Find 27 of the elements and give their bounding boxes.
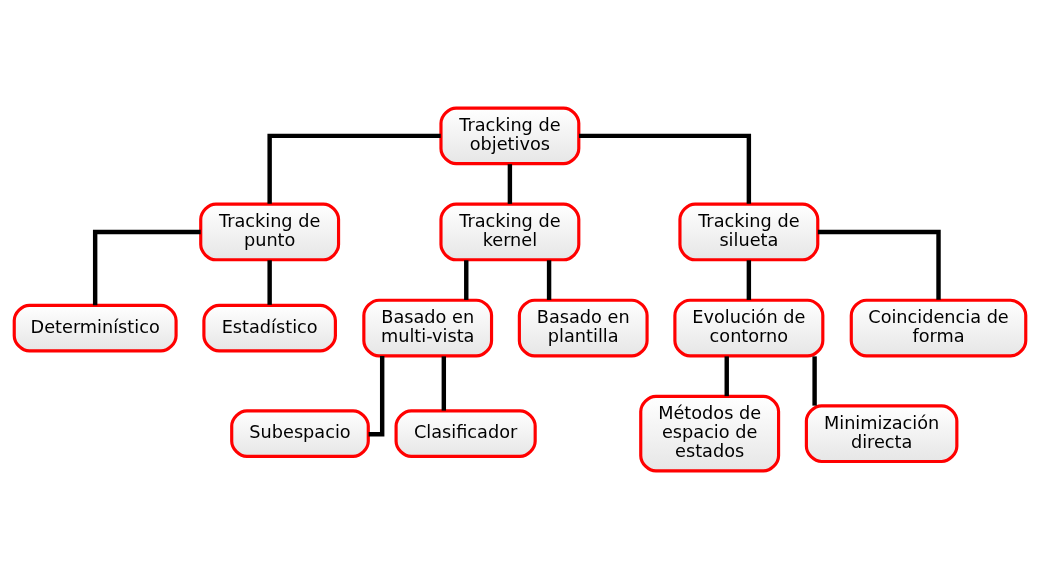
connector bbox=[546, 259, 551, 300]
connector bbox=[463, 259, 468, 300]
connector bbox=[578, 133, 751, 204]
node-box: Tracking de punto bbox=[198, 202, 340, 261]
node-box: Estadístico bbox=[201, 303, 337, 352]
node-box: Minimización directa bbox=[804, 403, 958, 463]
node-box: Evolución de contorno bbox=[672, 298, 824, 357]
node-box: Coincidencia de forma bbox=[849, 298, 1027, 357]
connector bbox=[441, 355, 446, 411]
connector bbox=[817, 229, 941, 300]
connector bbox=[266, 259, 272, 305]
connector bbox=[724, 355, 729, 396]
node-box: Tracking de kernel bbox=[438, 202, 580, 261]
connector bbox=[746, 259, 751, 300]
connector bbox=[266, 133, 441, 204]
node-box: Métodos de espacio de estados bbox=[638, 394, 780, 472]
node-box: Tracking de objetivos bbox=[438, 106, 580, 165]
connector bbox=[92, 229, 201, 305]
node-box: Clasificador bbox=[394, 408, 537, 458]
connector bbox=[507, 163, 512, 204]
node-box: Determinístico bbox=[12, 303, 178, 352]
connector bbox=[368, 355, 384, 436]
node-box: Basado en multi-vista bbox=[361, 298, 493, 357]
node-box: Basado en plantilla bbox=[517, 298, 649, 357]
node-box: Tracking de silueta bbox=[677, 202, 819, 261]
connector bbox=[811, 355, 817, 406]
node-box: Subespacio bbox=[229, 408, 370, 458]
